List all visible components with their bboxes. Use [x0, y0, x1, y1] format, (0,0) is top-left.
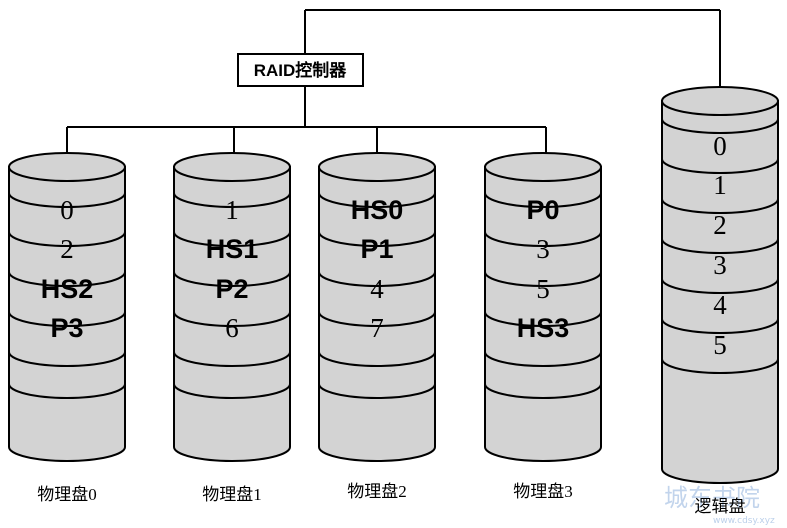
physical-disk-3-separator [484, 311, 602, 327]
disk0-block-1: 2 [60, 234, 74, 264]
raid-controller-label: RAID控制器 [254, 60, 348, 80]
disk1-block-1: HS1 [206, 234, 259, 264]
physical-disk-1-separator [173, 231, 291, 247]
logical-disk-cylinder-separator [661, 118, 779, 134]
logical-disk-cylinder-separator [661, 278, 779, 294]
watermark-text: 城东书院 [664, 484, 760, 512]
physical-disk-2-body [318, 166, 436, 462]
physical-disk-2-top [318, 152, 436, 182]
physical-disk-1-separator [173, 271, 291, 287]
disk-label-1: 物理盘1 [202, 485, 262, 504]
disk1-block-3: 6 [225, 313, 239, 343]
physical-disk-1-separator [173, 351, 291, 367]
logical-block-4: 4 [713, 290, 727, 320]
physical-disk-0-body [8, 166, 126, 462]
watermark-url: www.cdsy.xyz [713, 516, 775, 526]
physical-disk-0-separator [8, 231, 126, 247]
disk2-block-2: 4 [370, 274, 384, 304]
disk2-block-1: P1 [360, 234, 393, 264]
physical-disk-2-separator [318, 351, 436, 367]
physical-disk-2-separator [318, 383, 436, 399]
raid-controller-box [237, 53, 364, 87]
physical-disk-2-separator [318, 231, 436, 247]
logical-disk-cylinder: 0 1 2 3 4 5 [661, 86, 779, 484]
logical-disk-cylinder-top [661, 86, 779, 116]
disk1-block-2: P2 [215, 274, 248, 304]
physical-disk-1-separator [173, 192, 291, 208]
logical-disk: 0 1 2 3 4 5 [661, 86, 779, 484]
logical-block-1: 1 [713, 170, 727, 200]
connection-wires [66, 9, 721, 167]
physical-disk-1-top [173, 152, 291, 182]
disk3-block-2: 5 [536, 274, 550, 304]
logical-disk-cylinder-body [661, 100, 779, 484]
disk-label-3: 物理盘3 [513, 482, 573, 501]
physical-disk-0-separator [8, 383, 126, 399]
physical-disk-2-separator [318, 271, 436, 287]
disk2-block-0: HS0 [351, 195, 404, 225]
logical-disk-cylinder-separator [661, 238, 779, 254]
disk0-block-3: P3 [50, 313, 83, 343]
physical-disk-0-top [8, 152, 126, 182]
physical-disk-0-separator [8, 192, 126, 208]
disk3-block-1: 3 [536, 234, 550, 264]
physical-disk-0-separator [8, 271, 126, 287]
physical-disk-labels: 物理盘0 物理盘1 物理盘2 物理盘3 [37, 482, 573, 504]
physical-disk-2-separator [318, 192, 436, 208]
logical-block-5: 5 [713, 330, 727, 360]
physical-disk-3-separator [484, 351, 602, 367]
physical-disk-3-body [484, 166, 602, 462]
physical-disk-1-body [173, 166, 291, 462]
physical-disk-3-separator [484, 271, 602, 287]
physical-disk-1-separator [173, 311, 291, 327]
physical-disk-3-separator [484, 192, 602, 208]
logical-disk-cylinder-separator [661, 358, 779, 374]
disk-label-2: 物理盘2 [347, 482, 407, 501]
disk0-block-0: 0 [60, 195, 74, 225]
logical-block-2: 2 [713, 210, 727, 240]
disk1-block-0: 1 [225, 195, 239, 225]
logical-disk-cylinder-separator [661, 318, 779, 334]
disk3-block-3: HS3 [517, 313, 570, 343]
logical-block-0: 0 [713, 131, 727, 161]
disk0-block-2: HS2 [41, 274, 94, 304]
logical-block-3: 3 [713, 250, 727, 280]
watermark: 城东书院 www.cdsy.xyz [664, 484, 775, 526]
disk3-block-0: P0 [526, 195, 559, 225]
physical-disk-0-separator [8, 311, 126, 327]
logical-disk-label: 逻辑盘 [695, 497, 746, 516]
logical-disk-cylinder-separator [661, 198, 779, 214]
physical-disk-3-top [484, 152, 602, 182]
raid-controller: RAID控制器 [237, 53, 364, 87]
physical-disk-3-separator [484, 231, 602, 247]
logical-disk-cylinder-separator [661, 158, 779, 174]
disk2-block-3: 7 [370, 313, 384, 343]
physical-disk-0-separator [8, 351, 126, 367]
physical-disk-1-separator [173, 383, 291, 399]
physical-disk-3-separator [484, 383, 602, 399]
disk-label-0: 物理盘0 [37, 485, 97, 504]
physical-disk-2-separator [318, 311, 436, 327]
